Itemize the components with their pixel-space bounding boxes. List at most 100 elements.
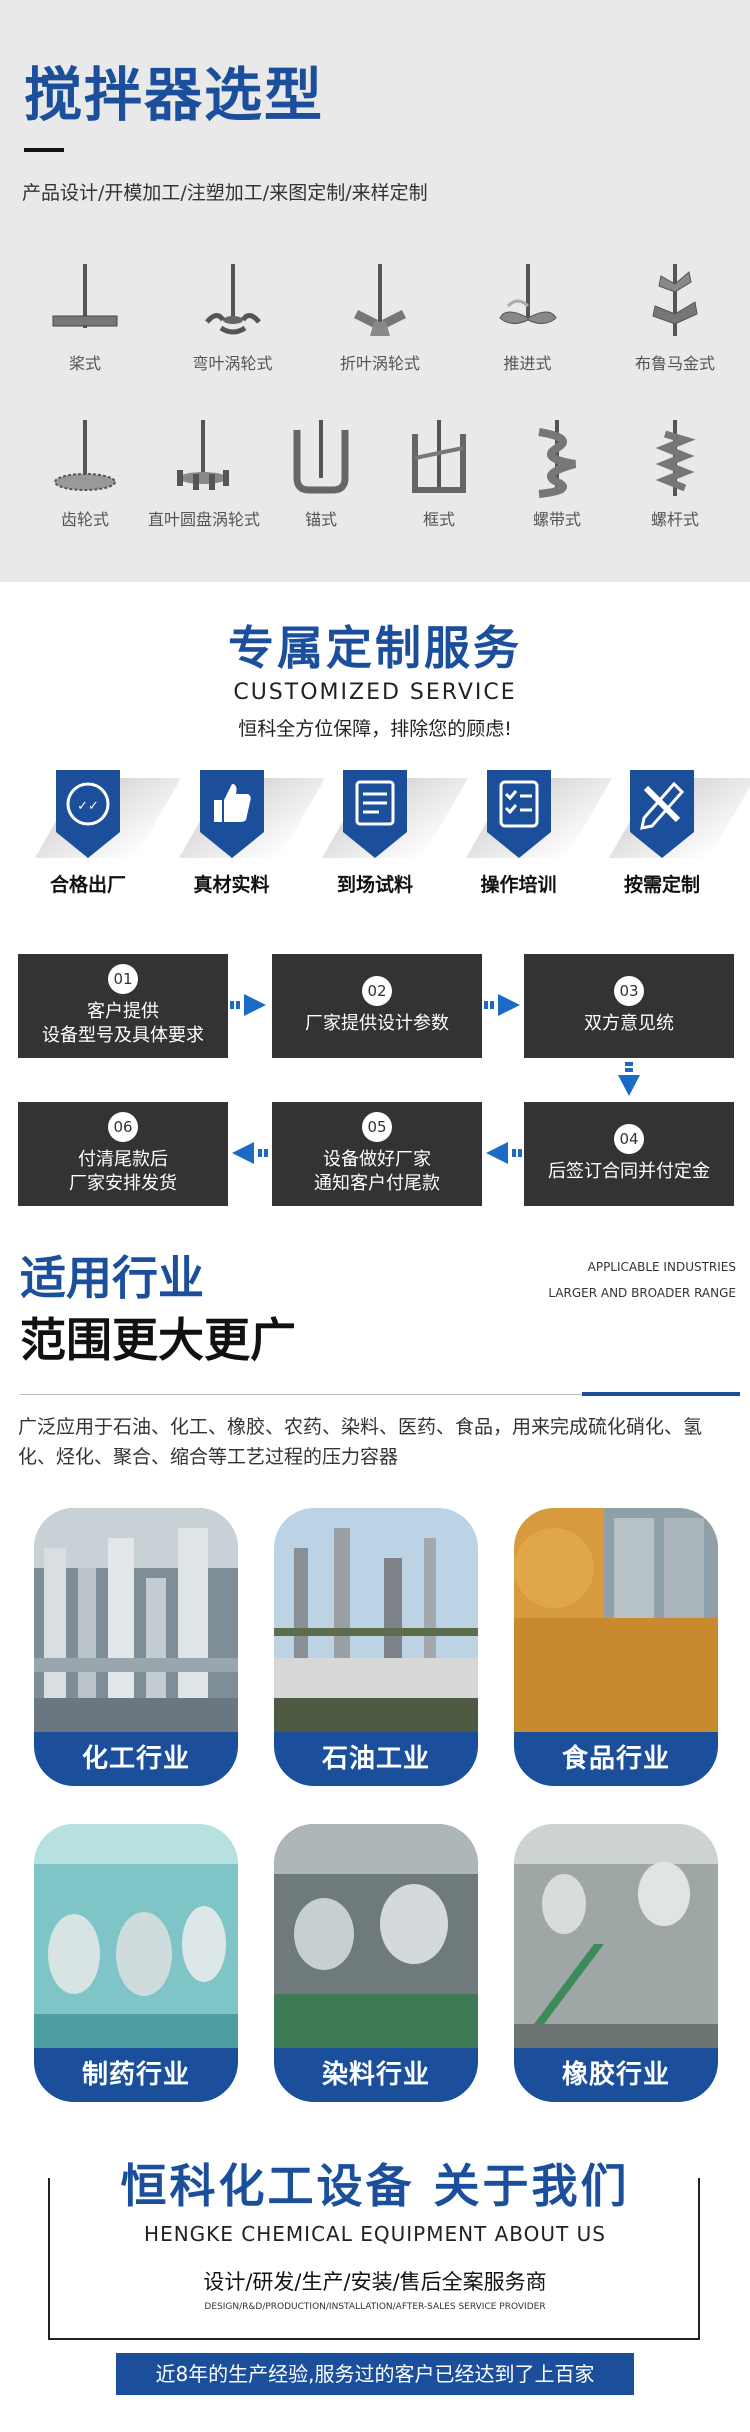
- guarantee-features: ✓✓ 合格出厂 真材实料 到场试料: [18, 770, 750, 897]
- rushton-turbine-icon: [148, 418, 258, 498]
- impeller-types-grid: 桨式 弯叶涡轮式 折叶涡轮式: [30, 262, 730, 566]
- step-text: 设备做好厂家 通知客户付尾款: [314, 1149, 440, 1194]
- document-icon: [343, 770, 407, 860]
- impeller-type-label: 螺杆式: [650, 510, 699, 529]
- industry-label: 化工行业: [34, 1732, 238, 1786]
- service-title-en: CUSTOMIZED SERVICE: [233, 680, 517, 705]
- impeller-type-label: 推进式: [503, 354, 552, 373]
- pharmaceutical-plant-image: [34, 1824, 238, 2048]
- feature-label: 操作培训: [480, 874, 557, 896]
- selection-subtitle: 产品设计/开模加工/注塑加工/来图定制/来样定制: [22, 182, 428, 204]
- sawtooth-disc-icon: [30, 418, 140, 498]
- process-step: 03 双方意见统: [524, 954, 734, 1058]
- frame-impeller-icon: [384, 418, 494, 498]
- industry-card: 橡胶行业: [514, 1824, 718, 2102]
- feature-label: 按需定制: [623, 874, 700, 896]
- feature-label: 合格出厂: [49, 874, 126, 896]
- impeller-type-item: 螺杆式: [620, 418, 730, 530]
- feature-label: 真材实料: [193, 874, 270, 896]
- rubber-plant-image: [514, 1824, 718, 2048]
- impeller-type-label: 直叶圆盘涡轮式: [148, 510, 261, 529]
- industry-label: 石油工业: [274, 1732, 478, 1786]
- impeller-type-item: 齿轮式: [30, 418, 140, 530]
- helical-ribbon-icon: [502, 418, 612, 498]
- feature-item: 真材实料: [162, 770, 325, 897]
- impeller-type-item: 桨式: [30, 262, 140, 374]
- industry-card: 化工行业: [34, 1508, 238, 1786]
- impeller-type-label: 齿轮式: [60, 510, 109, 529]
- anchor-impeller-icon: [266, 418, 376, 498]
- about-title: 恒科化工设备 关于我们: [120, 2159, 630, 2213]
- propeller-impeller-icon: [473, 262, 583, 342]
- step-text: 双方意见统: [584, 1013, 674, 1034]
- step-number: 05: [362, 1112, 392, 1142]
- impeller-type-item: 螺带式: [502, 418, 612, 530]
- process-step: 01 客户提供 设备型号及具体要求: [18, 954, 228, 1058]
- about-title-en: HENGKE CHEMICAL EQUIPMENT ABOUT US: [144, 2222, 606, 2246]
- experience-banner: 近8年的生产经验,服务过的客户已经达到了上百家: [116, 2353, 634, 2395]
- brumagin-impeller-icon: [620, 262, 730, 342]
- curved-blade-turbine-icon: [178, 262, 288, 342]
- step-number: 04: [614, 1124, 644, 1154]
- checklist-icon: [486, 770, 551, 860]
- impeller-type-label: 螺带式: [532, 510, 581, 529]
- about-services-en: DESIGN/R&D/PRODUCTION/INSTALLATION/AFTER…: [204, 2302, 546, 2312]
- impeller-type-label: 桨式: [68, 354, 101, 373]
- industries-description: 广泛应用于石油、化工、橡胶、农药、染料、医药、食品，用来完成硫化硝化、氢化、烃化…: [18, 1416, 703, 1468]
- selection-title: 搅拌器选型: [24, 61, 325, 129]
- industry-card: 食品行业: [514, 1508, 718, 1786]
- impeller-type-item: 框式: [384, 418, 494, 530]
- impeller-type-item: 弯叶涡轮式: [178, 262, 288, 374]
- impeller-type-label: 弯叶涡轮式: [192, 354, 273, 373]
- step-text: 付清尾款后 厂家安排发货: [69, 1149, 177, 1194]
- impeller-type-item: 直叶圆盘涡轮式: [148, 418, 261, 530]
- arrow-left-icon: [232, 1142, 268, 1164]
- industry-card: 制药行业: [34, 1824, 238, 2102]
- custom-service-section: 专属定制服务 CUSTOMIZED SERVICE 恒科全方位保障，排除您的顾虑…: [0, 582, 750, 1216]
- step-number: 01: [108, 964, 138, 994]
- mixer-selection-section: 搅拌器选型 产品设计/开模加工/注塑加工/来图定制/来样定制 桨式 弯叶涡轮式: [0, 0, 750, 582]
- step-text: 后签订合同并付定金: [548, 1161, 710, 1182]
- service-title: 专属定制服务: [228, 621, 522, 675]
- industry-label: 制药行业: [34, 2048, 238, 2102]
- about-section: 恒科化工设备 关于我们 HENGKE CHEMICAL EQUIPMENT AB…: [0, 2100, 750, 2432]
- arrow-right-icon: [230, 994, 266, 1016]
- about-services: 设计/研发/生产/安装/售后全案服务商: [203, 2270, 547, 2294]
- impeller-type-label: 框式: [422, 510, 455, 529]
- qualified-stamp-icon: ✓✓: [56, 770, 120, 860]
- impeller-type-label: 布鲁马金式: [634, 354, 715, 373]
- grain-silo-image: [514, 1508, 718, 1732]
- feature-label: 到场试料: [336, 874, 413, 896]
- industries-subtitle-en: LARGER AND BROADER RANGE: [548, 1286, 736, 1300]
- paddle-impeller-icon: [30, 262, 140, 342]
- industries-section: 适用行业 范围更大更广 APPLICABLE INDUSTRIES LARGER…: [0, 1216, 750, 2102]
- industries-title: 适用行业: [20, 1251, 204, 1305]
- impeller-type-item: 推进式: [473, 262, 583, 374]
- process-step: 05 设备做好厂家 通知客户付尾款: [272, 1102, 482, 1206]
- process-step: 04 后签订合同并付定金: [524, 1102, 734, 1206]
- about-frame: [48, 2178, 700, 2340]
- impeller-type-item: 布鲁马金式: [620, 262, 730, 374]
- process-step: 06 付清尾款后 厂家安排发货: [18, 1102, 228, 1206]
- step-text: 客户提供 设备型号及具体要求: [42, 1001, 204, 1046]
- step-number: 02: [362, 976, 392, 1006]
- service-tagline: 恒科全方位保障，排除您的顾虑!: [238, 718, 512, 740]
- industry-label: 橡胶行业: [514, 2048, 718, 2102]
- industries-title-en: APPLICABLE INDUSTRIES: [587, 1260, 736, 1274]
- chemical-plant-image: [34, 1508, 238, 1732]
- process-step: 02 厂家提供设计参数: [272, 954, 482, 1058]
- arrow-right-icon: [484, 994, 520, 1016]
- oil-refinery-image: [274, 1508, 478, 1732]
- pitched-blade-turbine-icon: [325, 262, 435, 342]
- industry-label: 染料行业: [274, 2048, 478, 2102]
- arrow-left-icon: [486, 1142, 522, 1164]
- svg-text:✓✓: ✓✓: [77, 799, 99, 814]
- impeller-type-item: 折叶涡轮式: [325, 262, 435, 374]
- industries-subtitle: 范围更大更广: [20, 1313, 296, 1367]
- accent-divider: [582, 1392, 740, 1396]
- impeller-type-label: 锚式: [304, 510, 337, 529]
- industry-card: 染料行业: [274, 1824, 478, 2102]
- industry-card: 石油工业: [274, 1508, 478, 1786]
- feature-item: ✓✓ 合格出厂: [18, 770, 182, 897]
